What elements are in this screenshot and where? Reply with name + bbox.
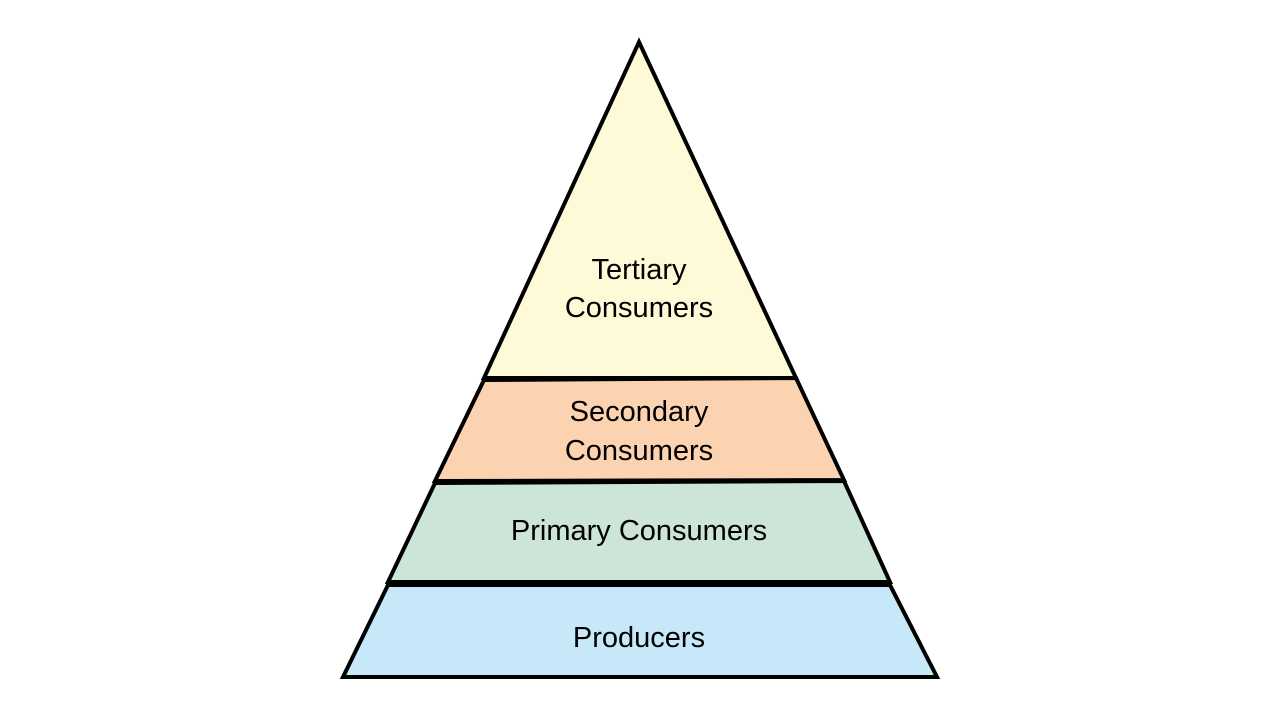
tertiary-layer-shape — [480, 37, 800, 380]
producers-label: Producers — [573, 622, 705, 654]
secondary-label-line2: Consumers — [565, 435, 713, 467]
primary-label: Primary Consumers — [511, 515, 767, 547]
producers-layer-shape — [339, 583, 941, 679]
level-primary-consumers: Primary Consumers — [384, 478, 894, 584]
level-secondary-consumers: Secondary Consumers — [431, 375, 848, 484]
primary-layer-shape — [384, 478, 894, 584]
tertiary-label-line1: Tertiary — [591, 254, 687, 286]
level-producers: Producers — [339, 583, 941, 679]
secondary-label-line1: Secondary — [570, 396, 709, 428]
level-tertiary-consumers: Tertiary Consumers — [480, 37, 800, 380]
tertiary-label-line2: Consumers — [565, 292, 713, 324]
